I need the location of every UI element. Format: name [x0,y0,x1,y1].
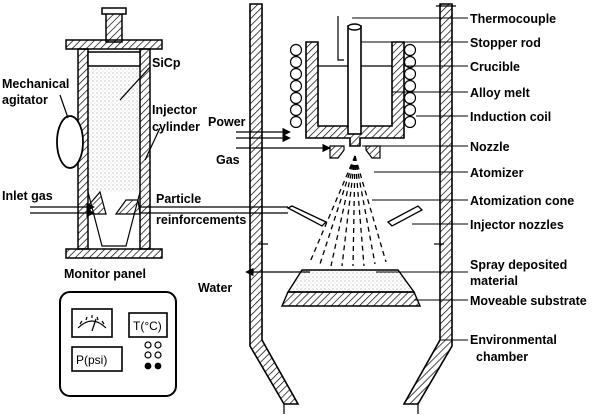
label-injector-nozzles: Injector nozzles [470,218,564,232]
label-spray-deposited-2: material [470,274,518,288]
label-inlet-gas: Inlet gas [2,189,53,203]
label-gas: Gas [216,153,240,167]
label-atomizer: Atomizer [470,166,524,180]
mechanical-agitator-shape [56,115,84,169]
moveable-substrate [280,291,422,307]
atomizer-left [329,145,345,159]
label-environmental: Environmental [470,333,557,347]
thermocouple [337,16,344,61]
label-monitor-panel: Monitor panel [64,267,146,281]
label-induction-coil: Induction coil [470,110,551,124]
label-sicp: SiCp [152,56,181,70]
spray-deposit [286,269,416,293]
label-atomization-cone: Atomization cone [470,194,574,208]
stopper-rod [347,25,362,135]
label-particle: Particle [156,192,201,206]
label-moveable-substrate: Moveable substrate [470,294,587,308]
leader-lines [352,17,468,341]
label-injector: Injector [152,103,197,117]
label-crucible: Crucible [470,60,520,74]
label-nozzle: Nozzle [470,140,510,154]
monitor-panel [59,291,177,397]
label-spray-deposited: Spray deposited [470,258,567,272]
label-power: Power [208,115,246,129]
label-mechanical: Mechanical [2,77,69,91]
atomization-cone [309,155,387,267]
label-stopper-rod: Stopper rod [470,36,541,50]
label-injector-2: cylinder [152,120,200,134]
label-thermocouple: Thermocouple [470,12,556,26]
label-environmental-2: chamber [476,350,528,364]
label-water: Water [198,281,232,295]
label-alloy-melt: Alloy melt [470,86,531,100]
temp-readout: T(°C) [133,319,162,333]
injector-nozzle-right [386,205,424,227]
label-particle-2: reinforcements [156,213,246,227]
atomizer-right [365,145,381,159]
injector-nozzle-left [286,205,328,227]
pressure-readout: P(psi) [76,353,107,367]
label-mechanical-2: agitator [2,93,48,107]
gauge-display [71,308,113,338]
